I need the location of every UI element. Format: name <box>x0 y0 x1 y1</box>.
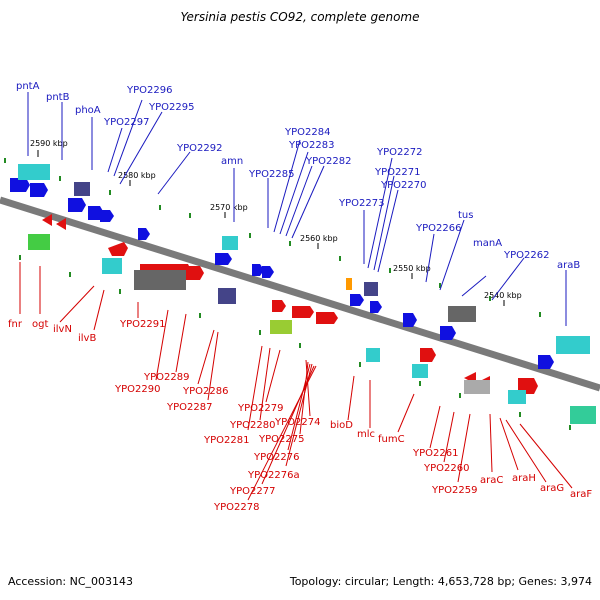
gene-YPO2276-arrow <box>292 306 314 318</box>
gene-label-YPO2278[interactable]: YPO2278 <box>213 502 259 513</box>
gene-label-YPO2271[interactable]: YPO2271 <box>374 167 420 178</box>
gene-YPO2266-arrow <box>403 313 417 327</box>
gene-label-pntA[interactable]: pntA <box>16 81 40 92</box>
gene-YPO2284-arrow <box>262 266 274 278</box>
gene-YPO2273-arrow <box>350 294 364 306</box>
gene-label-ilvN[interactable]: ilvN <box>53 324 72 335</box>
gene-label-araC[interactable]: araC <box>480 475 503 486</box>
gene-label-YPO2291[interactable]: YPO2291 <box>119 319 165 330</box>
gene-amn-arrow <box>215 253 232 265</box>
gene-araB-arrow <box>538 355 554 369</box>
gene-ogt-arrow <box>56 218 66 230</box>
gene-fnr-arrow <box>42 214 52 226</box>
gene-label-ogt[interactable]: ogt <box>32 319 48 330</box>
gene-label-amn[interactable]: amn <box>221 156 243 167</box>
gene-YPO2296-arrow <box>100 210 114 222</box>
gene-label-YPO2279[interactable]: YPO2279 <box>237 403 283 414</box>
kbp-ticks: 2590 kbp 2580 kbp 2570 kbp 2560 kbp 2550… <box>30 139 522 306</box>
kbp-label-2590: 2590 kbp <box>30 139 68 148</box>
gene-label-YPO2282[interactable]: YPO2282 <box>305 156 351 167</box>
callout-lines <box>27 92 567 326</box>
feature-boxes <box>18 164 596 424</box>
gene-label-YPO2280[interactable]: YPO2280 <box>229 420 275 431</box>
bottom-gene-labels: fnr ogt ilvN ilvB YPO2291 YPO2290 YPO228… <box>8 319 592 513</box>
gene-label-araG[interactable]: araG <box>540 483 564 494</box>
gene-label-YPO2276a[interactable]: YPO2276a <box>247 470 300 481</box>
gene-label-fnr[interactable]: fnr <box>8 319 23 330</box>
gene-label-YPO2262[interactable]: YPO2262 <box>503 250 549 261</box>
gene-label-YPO2295[interactable]: YPO2295 <box>148 102 194 113</box>
gene-label-manA[interactable]: manA <box>473 238 502 249</box>
gene-YPO2271-arrow <box>370 301 382 313</box>
gene-label-araF[interactable]: araF <box>570 489 592 500</box>
forward-genes <box>10 178 554 369</box>
gene-label-mlc[interactable]: mlc <box>357 429 375 440</box>
gene-label-YPO2276[interactable]: YPO2276 <box>253 452 299 463</box>
kbp-label-2550: 2550 kbp <box>393 264 431 273</box>
gene-label-YPO2284[interactable]: YPO2284 <box>284 127 330 138</box>
kbp-label-2560: 2560 kbp <box>300 234 338 243</box>
kbp-label-2540: 2540 kbp <box>484 291 522 300</box>
gene-YPO2295-arrow <box>138 228 150 240</box>
gene-label-YPO2259[interactable]: YPO2259 <box>431 485 477 496</box>
genome-info-text: Topology: circular; Length: 4,653,728 bp… <box>289 575 592 588</box>
accession-text: Accession: NC_003143 <box>8 575 134 588</box>
gene-YPO2285-arrow <box>252 264 264 276</box>
top-gene-labels: pntA pntB phoA YPO2297 YPO2296 YPO2295 Y… <box>16 81 580 271</box>
gene-pntB-arrow <box>30 183 48 197</box>
gene-YPO2279-arrow <box>272 300 286 312</box>
gene-label-YPO2297[interactable]: YPO2297 <box>103 117 149 128</box>
gene-ilvN-arrow <box>108 242 128 256</box>
gene-label-fumC[interactable]: fumC <box>378 434 405 445</box>
gene-label-YPO2260[interactable]: YPO2260 <box>423 463 469 474</box>
minor-ticks <box>4 158 571 430</box>
gene-label-YPO2292[interactable]: YPO2292 <box>176 143 222 154</box>
callout-lines-bottom <box>19 262 573 501</box>
gene-label-YPO2275[interactable]: YPO2275 <box>258 434 304 445</box>
genome-backbone <box>0 196 600 392</box>
gene-label-YPO2272[interactable]: YPO2272 <box>376 147 422 158</box>
map-title: Yersinia pestis CO92, complete genome <box>180 10 420 24</box>
gene-label-phoA[interactable]: phoA <box>75 105 101 116</box>
gene-label-YPO2285[interactable]: YPO2285 <box>248 169 294 180</box>
kbp-label-2580: 2580 kbp <box>118 171 156 180</box>
gene-label-tus[interactable]: tus <box>458 210 473 221</box>
gene-label-araB[interactable]: araB <box>557 260 580 271</box>
gene-label-bioD[interactable]: bioD <box>330 420 353 431</box>
gene-label-YPO2283[interactable]: YPO2283 <box>288 140 334 151</box>
gene-phoA-arrow <box>68 198 86 212</box>
gene-label-YPO2287[interactable]: YPO2287 <box>166 402 212 413</box>
gene-YPO2275-arrow <box>316 312 338 324</box>
gene-label-araH[interactable]: araH <box>512 473 536 484</box>
gene-label-pntB[interactable]: pntB <box>46 92 70 103</box>
gene-label-YPO2286[interactable]: YPO2286 <box>182 386 228 397</box>
gene-label-YPO2261[interactable]: YPO2261 <box>412 448 458 459</box>
gene-label-YPO2281[interactable]: YPO2281 <box>203 435 249 446</box>
gene-tus-arrow <box>440 326 456 340</box>
kbp-label-2570: 2570 kbp <box>210 203 248 212</box>
gene-pntA-arrow <box>10 178 30 192</box>
gene-label-YPO2270[interactable]: YPO2270 <box>380 180 426 191</box>
gene-label-YPO2273[interactable]: YPO2273 <box>338 198 384 209</box>
gene-label-YPO2277[interactable]: YPO2277 <box>229 486 275 497</box>
gene-label-YPO2266[interactable]: YPO2266 <box>415 223 461 234</box>
gene-label-YPO2289[interactable]: YPO2289 <box>143 372 189 383</box>
gene-fumC-arrow <box>420 348 436 362</box>
gene-label-ilvB[interactable]: ilvB <box>78 333 96 344</box>
gene-label-YPO2296[interactable]: YPO2296 <box>126 85 172 96</box>
gene-label-YPO2290[interactable]: YPO2290 <box>114 384 160 395</box>
gene-label-YPO2274[interactable]: YPO2274 <box>274 417 320 428</box>
